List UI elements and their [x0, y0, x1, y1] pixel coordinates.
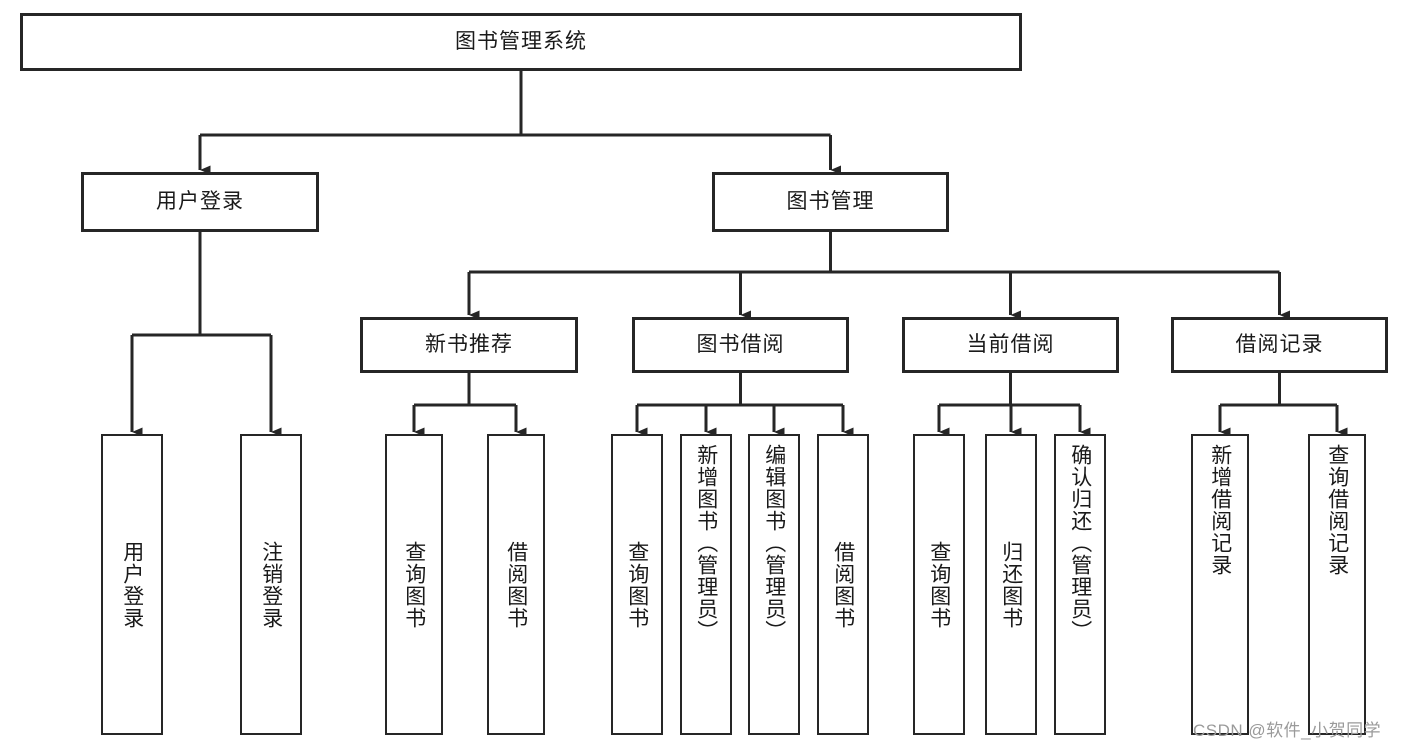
node-borrow-record-label: 借阅记录: [1235, 333, 1324, 357]
connector-group: [130, 71, 1348, 437]
node-root[interactable]: 图书管理系统: [20, 13, 1022, 71]
node-leaf-query-book-cur[interactable]: 查询图书: [913, 434, 965, 735]
node-leaf-edit-book[interactable]: 编辑图书（管理员）: [748, 434, 800, 735]
node-leaf-query-record-label: 查询借阅记录: [1325, 444, 1349, 576]
node-leaf-query-book-rec[interactable]: 查询图书: [385, 434, 443, 735]
node-leaf-add-book-label: 新增图书（管理员）: [694, 444, 718, 642]
node-user-login[interactable]: 用户登录: [81, 172, 319, 232]
node-current-borrow[interactable]: 当前借阅: [902, 317, 1119, 373]
node-leaf-confirm-return[interactable]: 确认归还（管理员）: [1054, 434, 1106, 735]
node-leaf-user-login[interactable]: 用户登录: [101, 434, 163, 735]
node-current-borrow-label: 当前借阅: [966, 333, 1055, 357]
node-book-manage-label: 图书管理: [786, 190, 875, 214]
node-leaf-borrow-book-bor[interactable]: 借阅图书: [817, 434, 869, 735]
node-book-borrow[interactable]: 图书借阅: [632, 317, 849, 373]
node-book-borrow-label: 图书借阅: [696, 333, 785, 357]
node-new-book-recommend[interactable]: 新书推荐: [360, 317, 578, 373]
node-user-login-label: 用户登录: [156, 190, 244, 214]
node-leaf-confirm-return-label: 确认归还（管理员）: [1068, 444, 1092, 642]
node-leaf-query-record[interactable]: 查询借阅记录: [1308, 434, 1366, 735]
node-leaf-borrow-book-bor-label: 借阅图书: [831, 540, 855, 629]
node-leaf-return-book[interactable]: 归还图书: [985, 434, 1037, 735]
node-book-manage[interactable]: 图书管理: [712, 172, 949, 232]
node-leaf-user-login-label: 用户登录: [120, 540, 144, 629]
node-leaf-borrow-book-rec-label: 借阅图书: [504, 540, 528, 629]
node-leaf-add-record-label: 新增借阅记录: [1208, 444, 1232, 576]
node-leaf-query-book-bor[interactable]: 查询图书: [611, 434, 663, 735]
node-leaf-return-book-label: 归还图书: [999, 540, 1023, 629]
node-leaf-add-book[interactable]: 新增图书（管理员）: [680, 434, 732, 735]
node-leaf-add-record[interactable]: 新增借阅记录: [1191, 434, 1249, 735]
node-leaf-logout-label: 注销登录: [259, 540, 283, 629]
node-borrow-record[interactable]: 借阅记录: [1171, 317, 1388, 373]
node-leaf-edit-book-label: 编辑图书（管理员）: [762, 444, 786, 642]
node-leaf-query-book-cur-label: 查询图书: [927, 540, 951, 629]
node-leaf-query-book-rec-label: 查询图书: [402, 540, 426, 629]
node-leaf-query-book-bor-label: 查询图书: [625, 540, 649, 629]
node-leaf-borrow-book-rec[interactable]: 借阅图书: [487, 434, 545, 735]
node-leaf-logout[interactable]: 注销登录: [240, 434, 302, 735]
node-root-label: 图书管理系统: [455, 30, 587, 54]
node-new-book-recommend-label: 新书推荐: [425, 333, 513, 357]
